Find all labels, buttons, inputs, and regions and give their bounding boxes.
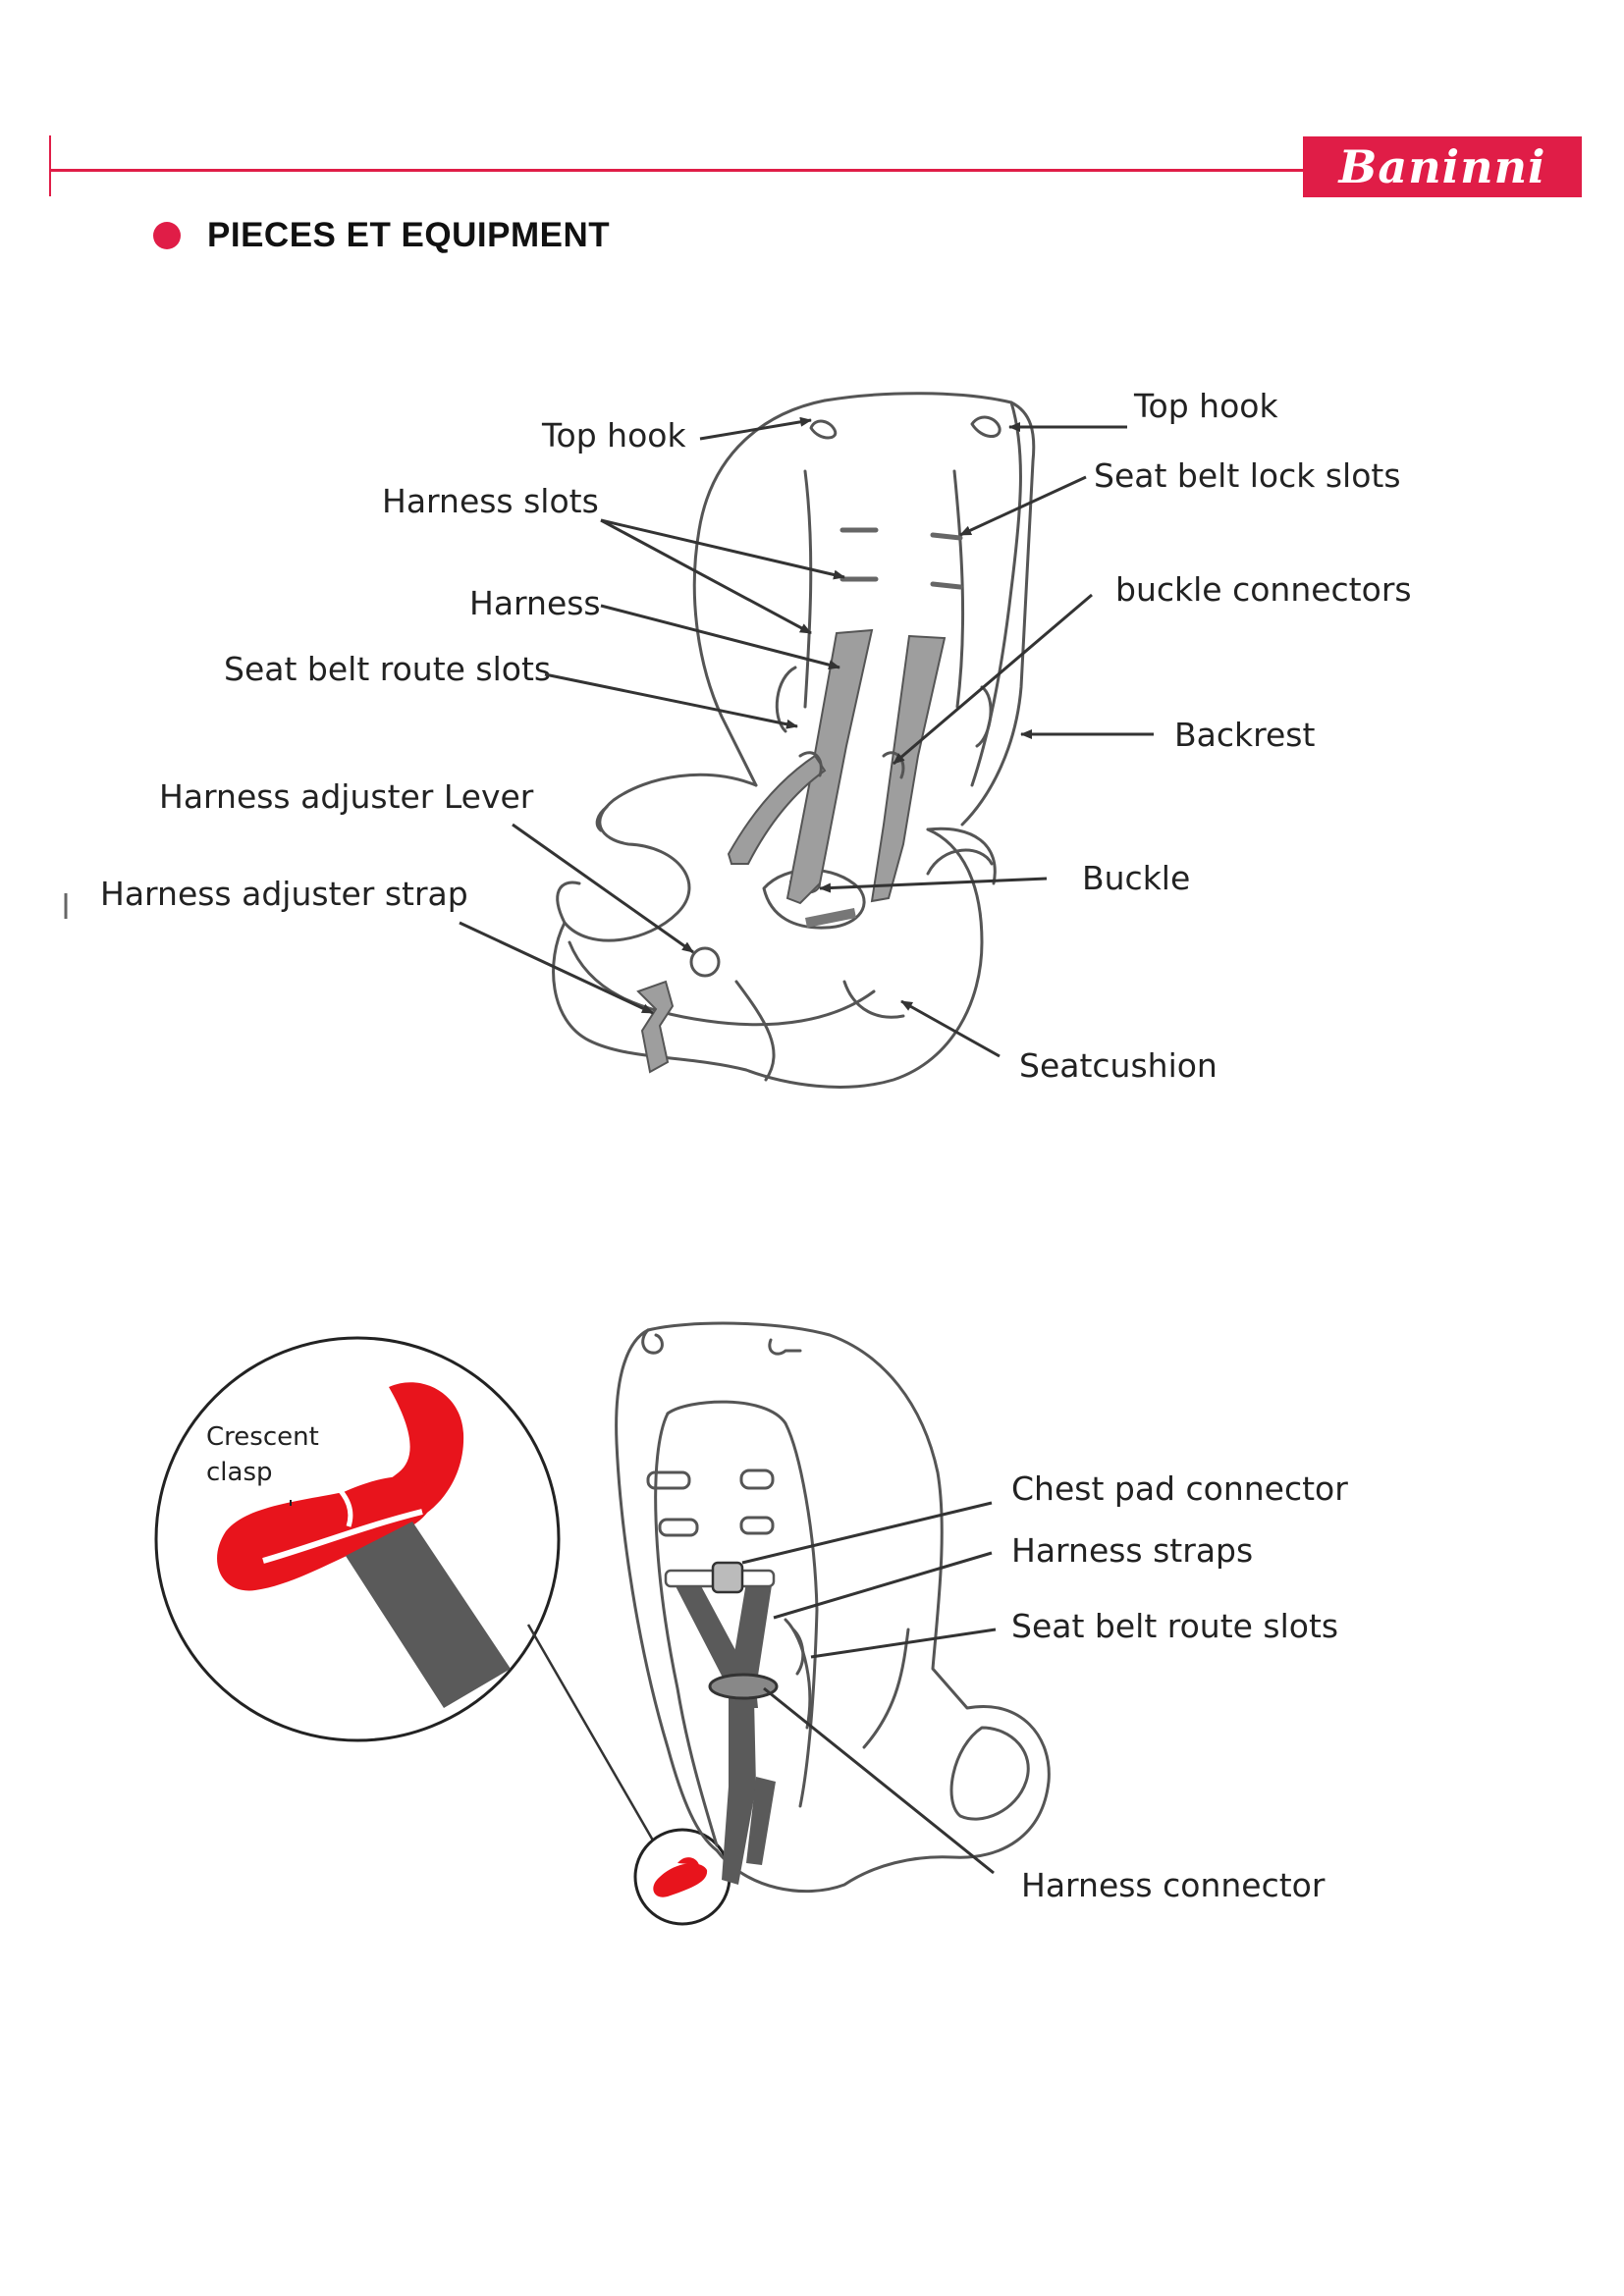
header-rule bbox=[49, 169, 1581, 172]
leader-buckle-connectors bbox=[893, 593, 1093, 766]
leader-harness bbox=[600, 604, 840, 670]
leader-seat-belt-route-slots-2 bbox=[810, 1628, 997, 1659]
label-seat-belt-route-slots-1: Seat belt route slots bbox=[224, 650, 551, 688]
label-harness-slots: Harness slots bbox=[382, 482, 599, 520]
label-seatcushion: Seatcushion bbox=[1019, 1046, 1218, 1085]
label-harness-adjuster-strap: Harness adjuster strap bbox=[100, 875, 468, 913]
label-harness-connector: Harness connector bbox=[1021, 1866, 1326, 1904]
leader-harness-adjuster-strap bbox=[459, 921, 654, 1015]
leader-harness-straps bbox=[773, 1551, 993, 1620]
leader-buckle bbox=[819, 877, 1048, 893]
brand-logo: Baninni bbox=[1303, 136, 1582, 197]
section-bullet-icon bbox=[153, 222, 181, 249]
label-seat-belt-lock-slots: Seat belt lock slots bbox=[1094, 456, 1401, 495]
leader-seat-belt-route-slots-1 bbox=[544, 672, 798, 729]
leader-harness-slots-upper bbox=[600, 518, 845, 580]
leader-top-hook-left bbox=[699, 416, 812, 441]
label-harness-straps: Harness straps bbox=[1011, 1531, 1253, 1570]
label-harness: Harness bbox=[469, 584, 601, 622]
leader-harness-connector bbox=[763, 1686, 995, 1875]
leader-chest-pad-connector bbox=[741, 1501, 993, 1565]
section-title: PIECES ET EQUIPMENT bbox=[207, 216, 611, 254]
car-seat-illustration bbox=[552, 392, 1036, 1089]
label-chest-pad-connector: Chest pad connector bbox=[1011, 1469, 1348, 1508]
small-clasp-icon bbox=[653, 1863, 708, 1897]
label-top-hook-right: Top hook bbox=[1133, 387, 1278, 425]
small-clasp-icon-top bbox=[677, 1857, 699, 1865]
leader-seatcushion bbox=[900, 999, 1001, 1058]
label-buckle: Buckle bbox=[1082, 859, 1190, 897]
inset-label-clasp: clasp bbox=[206, 1458, 273, 1487]
header-rule-cap bbox=[49, 135, 51, 196]
label-buckle-connectors: buckle connectors bbox=[1115, 570, 1412, 609]
crescent-clasp-inset bbox=[154, 1336, 561, 1742]
label-harness-adjuster-lever: Harness adjuster Lever bbox=[159, 777, 534, 816]
inset-connector-line bbox=[526, 1624, 658, 1846]
leader-harness-slots-lower bbox=[600, 518, 812, 635]
label-seat-belt-route-slots-2: Seat belt route slots bbox=[1011, 1607, 1338, 1645]
car-seat-harness-illustration bbox=[615, 1321, 1051, 1894]
label-top-hook-left: Top hook bbox=[541, 416, 686, 454]
leader-harness-adjuster-lever bbox=[512, 823, 694, 954]
inset-label-crescent: Crescent bbox=[206, 1422, 319, 1452]
label-backrest: Backrest bbox=[1174, 716, 1315, 754]
leader-seat-belt-lock-slots bbox=[959, 475, 1087, 537]
